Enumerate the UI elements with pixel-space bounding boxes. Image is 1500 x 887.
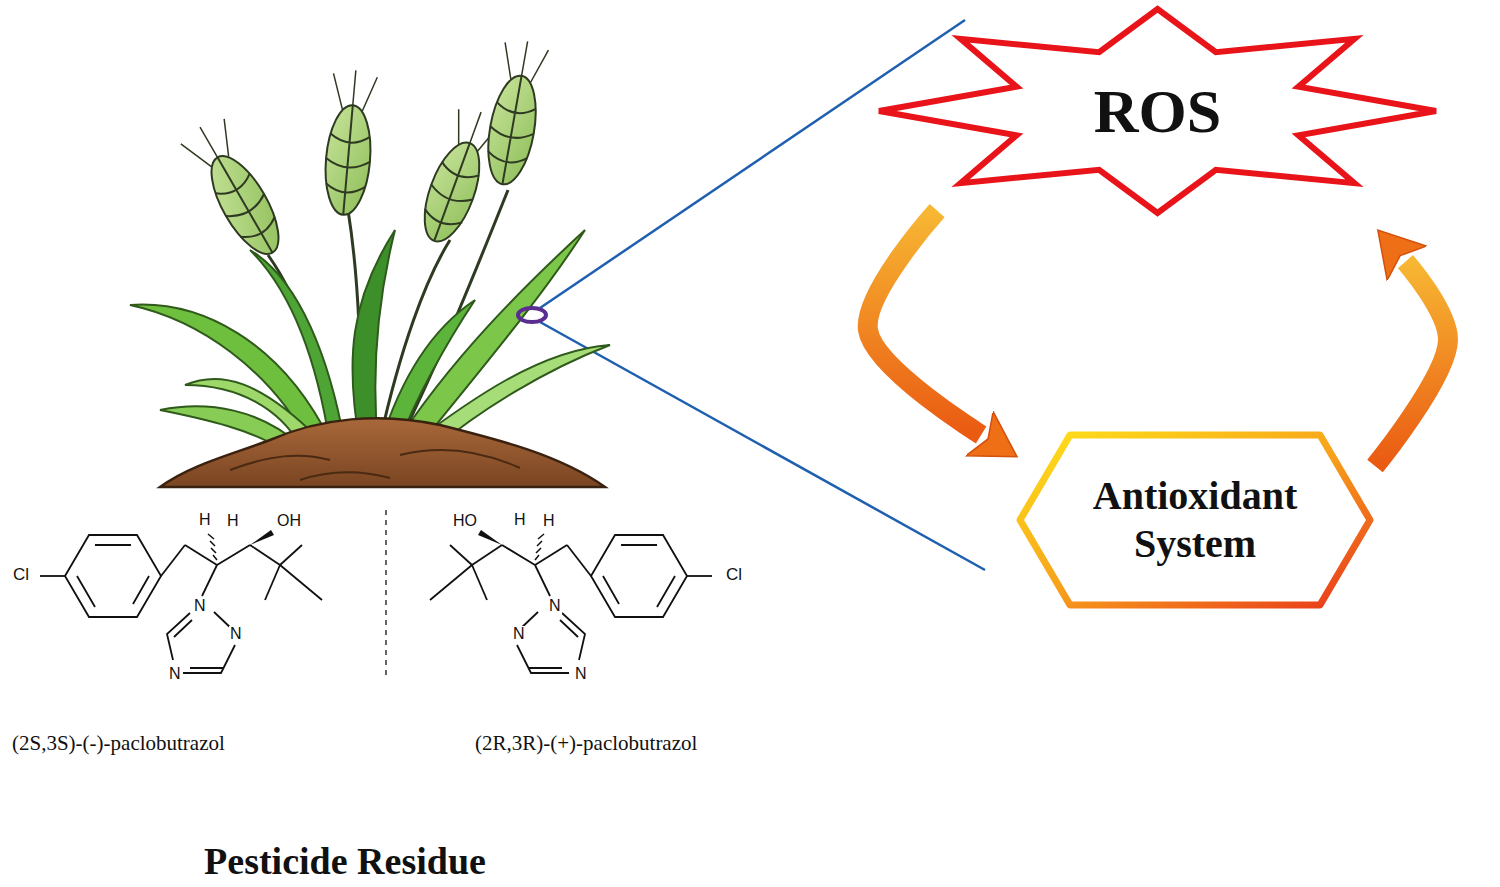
- isomer-name: (2R,3R)-(+)-paclobutrazol: [475, 733, 697, 754]
- atom-label: OH: [276, 513, 302, 529]
- zoom-line: [540, 20, 965, 308]
- atom-label: N: [574, 666, 588, 682]
- molecule-skeleton: [430, 530, 712, 673]
- atom-label: H: [513, 512, 527, 528]
- atom-label: Cl: [725, 566, 743, 583]
- molecule-skeleton: [40, 530, 322, 673]
- wheat-leaves: [130, 230, 610, 448]
- leaf-marker: [518, 308, 546, 322]
- ros-star: ROS: [875, 5, 1440, 217]
- cycle-arrow: [868, 211, 982, 435]
- connectors: [868, 211, 1448, 466]
- mirror-line: [385, 510, 387, 678]
- atom-label: N: [548, 598, 562, 614]
- atom-label: H: [226, 513, 240, 529]
- node-label: ROS: [1094, 74, 1221, 148]
- atom-label: N: [193, 598, 207, 614]
- zoom-line: [540, 322, 985, 570]
- soil-texture: [230, 450, 520, 480]
- atom-label: Cl: [12, 566, 30, 583]
- wheat-ears: [178, 38, 549, 266]
- hexagon-outline: [1015, 430, 1375, 610]
- atom-label: HO: [452, 513, 478, 529]
- antioxidant-hexagon: Antioxidant System: [1015, 430, 1375, 610]
- atom-label: N: [512, 626, 526, 642]
- soil-mound: [160, 418, 605, 487]
- atom-label: H: [542, 513, 556, 529]
- atom-label: N: [229, 626, 243, 642]
- cycle-arrow: [1375, 262, 1448, 466]
- node-label: Antioxidant System: [1070, 472, 1320, 568]
- isomer-name: (2S,3S)-(-)-paclobutrazol: [12, 733, 225, 754]
- figure-label: Pesticide Residue: [204, 842, 486, 880]
- atom-label: H: [198, 512, 212, 528]
- atom-label: N: [168, 666, 182, 682]
